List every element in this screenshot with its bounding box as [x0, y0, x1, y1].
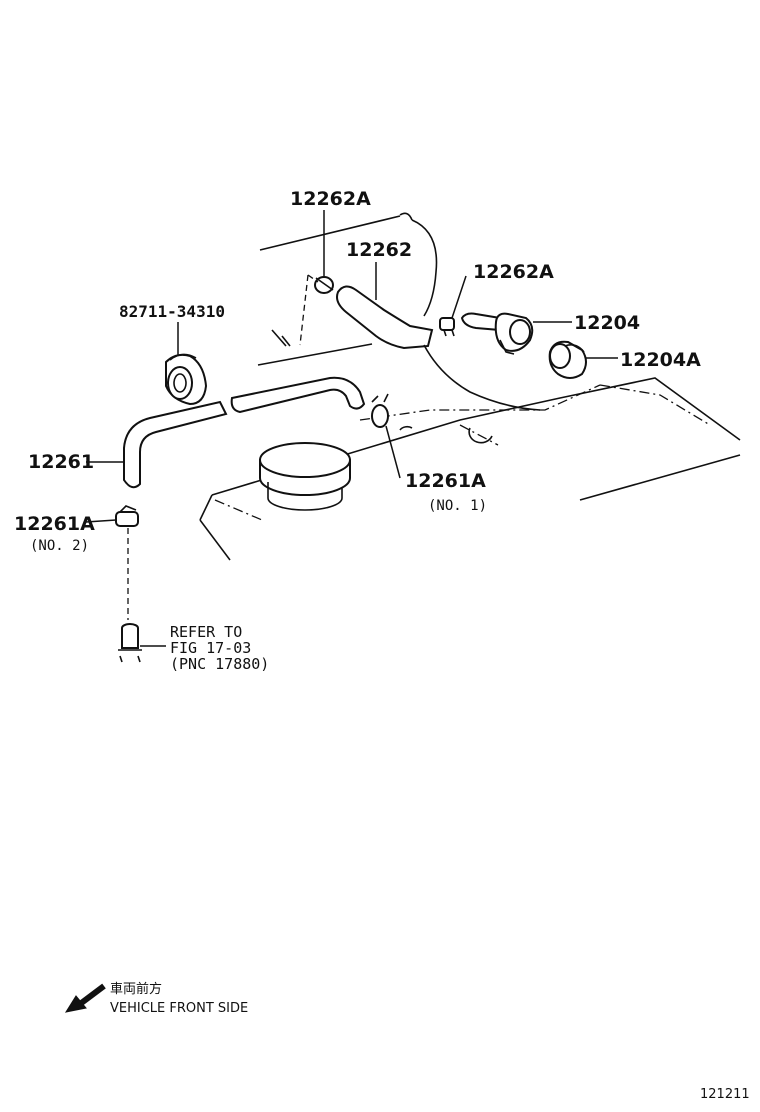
direction-japanese: 車両前方 — [110, 981, 162, 997]
label-hose-clamp-no2-note: (NO. 2) — [30, 538, 89, 554]
hose-12262 — [336, 212, 541, 411]
arrow-down-left-icon — [64, 983, 106, 1013]
direction-english: VEHICLE FRONT SIDE — [110, 1001, 248, 1016]
clip-82711 — [165, 353, 208, 406]
reference-line-2: FIG 17-03 — [170, 639, 251, 657]
label-hose-clamp-upper: 12262A — [290, 188, 371, 210]
label-hose-lower: 12261 — [28, 451, 94, 473]
hose-clamp-12261a-no1 — [371, 393, 389, 428]
label-grommet: 12204A — [620, 349, 701, 371]
grommet-12204a — [548, 340, 587, 379]
engine-outline — [199, 215, 741, 561]
label-hose-upper: 12262 — [346, 239, 412, 261]
oil-filler-cap — [259, 442, 351, 511]
leader-lines — [85, 210, 618, 647]
label-hose-clamp-no1-note: (NO. 1) — [428, 498, 487, 514]
reference-line-1: REFER TO — [170, 623, 242, 641]
label-clip: 82711-34310 — [119, 302, 225, 321]
hose-clamp-12262a-upper — [271, 274, 334, 347]
label-hose-clamp-no2: 12261A — [14, 513, 95, 535]
label-pcv-valve: 12204 — [574, 312, 640, 334]
label-hose-clamp-no1: 12261A — [405, 470, 486, 492]
hose-12261 — [123, 376, 366, 489]
figure-number: 121211 — [700, 1087, 750, 1102]
pcv-valve-12204 — [460, 312, 534, 355]
pipe-fitting — [118, 623, 142, 663]
label-hose-clamp-right: 12262A — [473, 261, 554, 283]
hose-clamp-12262a-right — [439, 317, 455, 337]
reference-line-3: (PNC 17880) — [170, 655, 269, 673]
hose-clamp-12261a-no2 — [115, 505, 139, 620]
